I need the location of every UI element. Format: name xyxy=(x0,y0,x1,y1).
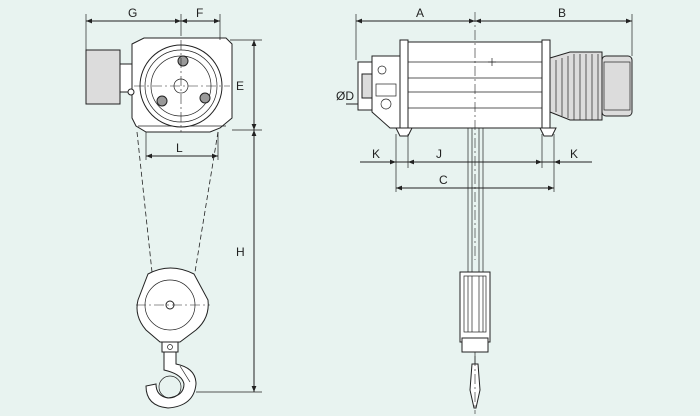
dim-F: F xyxy=(196,6,203,20)
front-right-flange xyxy=(541,39,551,133)
side-motor xyxy=(85,49,121,105)
dim-E: E xyxy=(236,79,244,93)
dim-C: C xyxy=(439,173,448,187)
front-hook xyxy=(469,363,481,409)
side-hook xyxy=(145,351,197,409)
front-left-flange xyxy=(399,39,409,133)
dim-B: B xyxy=(558,6,566,20)
dim-L: L xyxy=(176,141,183,155)
dim-J: J xyxy=(436,147,442,161)
dim-K-left: K xyxy=(372,147,380,161)
front-view: A B ØD K J K C xyxy=(336,6,633,414)
front-motor xyxy=(549,51,603,121)
side-view: G F E L H xyxy=(85,6,262,409)
dim-A: A xyxy=(416,6,424,20)
side-rope-left xyxy=(136,131,153,273)
front-pulley-block xyxy=(459,271,491,343)
dim-K-right: K xyxy=(570,147,578,161)
dim-G: G xyxy=(128,6,137,20)
dim-H: H xyxy=(236,245,245,259)
side-rope-right xyxy=(194,131,219,273)
dim-D: ØD xyxy=(336,89,354,103)
side-motor-flange xyxy=(119,63,133,93)
